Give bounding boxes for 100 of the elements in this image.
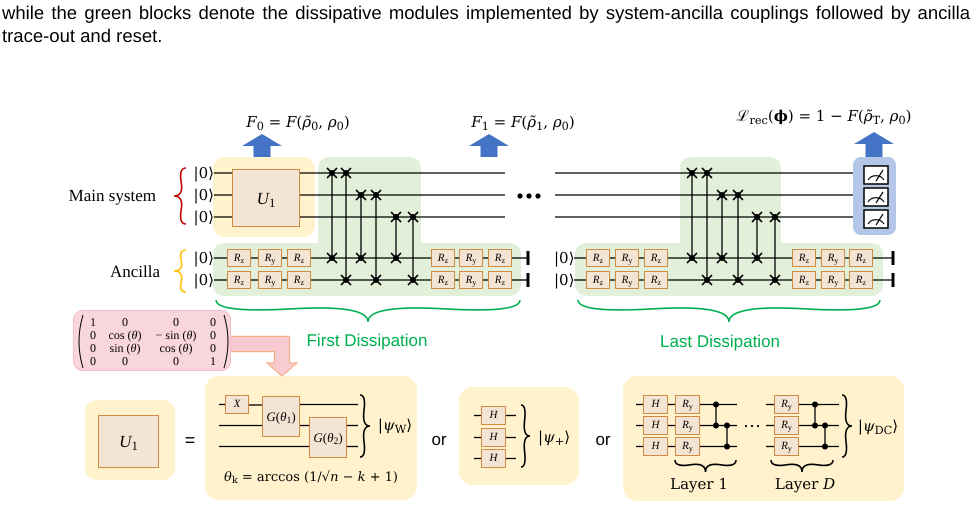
qubit-wire	[610, 257, 615, 259]
caption-text: while the green blocks denote the dissipative modules implemented by system-ancilla couplings followed by ancilla trace-out and reset.	[2, 1, 970, 47]
layer-label: Layer D	[774, 474, 836, 494]
or-text: or	[430, 429, 448, 451]
gate-box	[98, 415, 159, 468]
gate-label: R$_{z}$	[856, 274, 866, 286]
qubit-wire	[639, 279, 644, 281]
qubit-wire	[799, 446, 839, 448]
gate-box	[675, 437, 700, 456]
qubit-wire	[799, 424, 839, 426]
gate-label: H	[490, 453, 498, 464]
gate-label: R$_{z}$	[856, 252, 866, 264]
gate-box	[309, 417, 347, 458]
qubit-wire	[506, 436, 516, 438]
qubit-wire	[816, 257, 821, 259]
gate-box	[792, 249, 816, 267]
qubit-wire	[668, 424, 675, 426]
state-prep-block	[459, 387, 579, 485]
layer-label: Layer 1	[669, 474, 729, 494]
matrix-entry: 0	[122, 355, 128, 368]
qubit-wire	[474, 436, 481, 438]
formula-text: F$_{0}$ = F(ρ̃$_{0}$, ρ$_{0}$)	[226, 110, 370, 134]
matrix-entry: 0	[210, 329, 216, 342]
qubit-wire	[347, 424, 358, 426]
ket-label: |0⟩	[554, 249, 574, 267]
ket-label: |0⟩	[190, 164, 214, 182]
gate-box	[675, 395, 700, 414]
qubit-wire	[219, 446, 309, 448]
gate-label: R$_{y}$	[828, 252, 838, 264]
register-label: Ancilla	[108, 261, 160, 283]
qubit-wire	[845, 279, 849, 281]
qubit-wire	[636, 424, 643, 426]
matrix-entry: cos (θ)	[160, 342, 192, 355]
qubit-wire	[574, 257, 586, 259]
state-label: |ψ$_{+}$⟩	[536, 427, 572, 448]
matrix-entry: 0	[90, 355, 96, 368]
gate-box	[481, 428, 506, 447]
gate-box	[821, 271, 845, 289]
gate-box	[774, 437, 799, 456]
qubit-wire	[474, 414, 481, 416]
formula-text: F$_{1}$ = F(ρ̃$_{1}$, ρ$_{0}$)	[452, 110, 594, 134]
qubit-wire	[668, 279, 792, 281]
matrix-entry: 1	[90, 316, 96, 329]
matrix-entry: − sin (θ)	[156, 329, 196, 342]
gate-box	[481, 449, 506, 468]
gate-label: R$_{z}$	[798, 274, 810, 286]
qubit-wire	[636, 446, 643, 448]
gate-box	[586, 249, 610, 267]
gate-label: H	[490, 432, 498, 443]
register-label: Main system	[68, 185, 156, 207]
qubit-wire	[610, 279, 615, 281]
stage-label: First Dissipation	[306, 330, 428, 352]
qubit-wire	[668, 257, 792, 259]
gate-label: R$_{y}$	[781, 441, 792, 452]
qubit-wire	[555, 172, 853, 174]
gate-box	[643, 437, 668, 456]
gate-box	[849, 271, 873, 289]
ket-label: |0⟩	[554, 271, 574, 289]
qubit-wire	[700, 404, 737, 406]
qubit-wire	[555, 194, 853, 196]
gate-label: G(θ$_{1}$)	[266, 410, 296, 423]
gate-label: H	[490, 410, 498, 421]
gate-label: R$_{z}$	[798, 252, 810, 264]
gate-label: R$_{y}$	[682, 420, 693, 431]
qubit-wire	[668, 446, 675, 448]
qubit-wire	[300, 404, 358, 406]
gate-box	[643, 395, 668, 414]
gate-label: R$_{z}$	[592, 252, 604, 264]
gate-box	[615, 249, 639, 267]
qubit-wire	[249, 404, 262, 406]
gate-label: R$_{z}$	[650, 274, 662, 286]
stage-label: Last Dissipation	[658, 331, 781, 353]
qubit-wire	[799, 404, 839, 406]
state-label: |ψ$_{DC}$⟩	[856, 416, 900, 438]
gate-label: R$_{y}$	[781, 420, 792, 431]
qubit-wire	[636, 404, 643, 406]
qubit-wire	[574, 279, 586, 281]
qubit-wire	[766, 446, 774, 448]
gate-label: H	[652, 420, 660, 431]
gate-label: R$_{y}$	[781, 399, 792, 410]
gate-box	[643, 416, 668, 435]
qubit-wire	[347, 446, 358, 448]
gate-box	[792, 271, 816, 289]
ket-label: |0⟩	[190, 249, 214, 267]
qubit-wire	[873, 251, 894, 265]
gate-box	[586, 271, 610, 289]
gate-label: R$_{z}$	[650, 252, 662, 264]
qubit-wire	[506, 414, 516, 416]
matrix-entry: 0	[173, 355, 179, 368]
matrix-entry: cos (θ)	[108, 329, 142, 342]
matrix-entry: sin (θ)	[110, 342, 140, 355]
gate-label: R$_{y}$	[682, 399, 693, 410]
gate-label: G(θ$_{2}$)	[313, 431, 343, 444]
qubit-wire	[845, 257, 849, 259]
circuit-block	[85, 400, 175, 480]
formula-text: ℒ$_{rec}$(ϕ) = 1 − F(ρ̃$_{T}$, ρ$_{0}$)	[720, 104, 928, 132]
gate-label: R$_{y}$	[682, 441, 693, 452]
gate-box	[615, 271, 639, 289]
qubit-wire	[506, 458, 516, 460]
qubit-wire	[766, 404, 774, 406]
